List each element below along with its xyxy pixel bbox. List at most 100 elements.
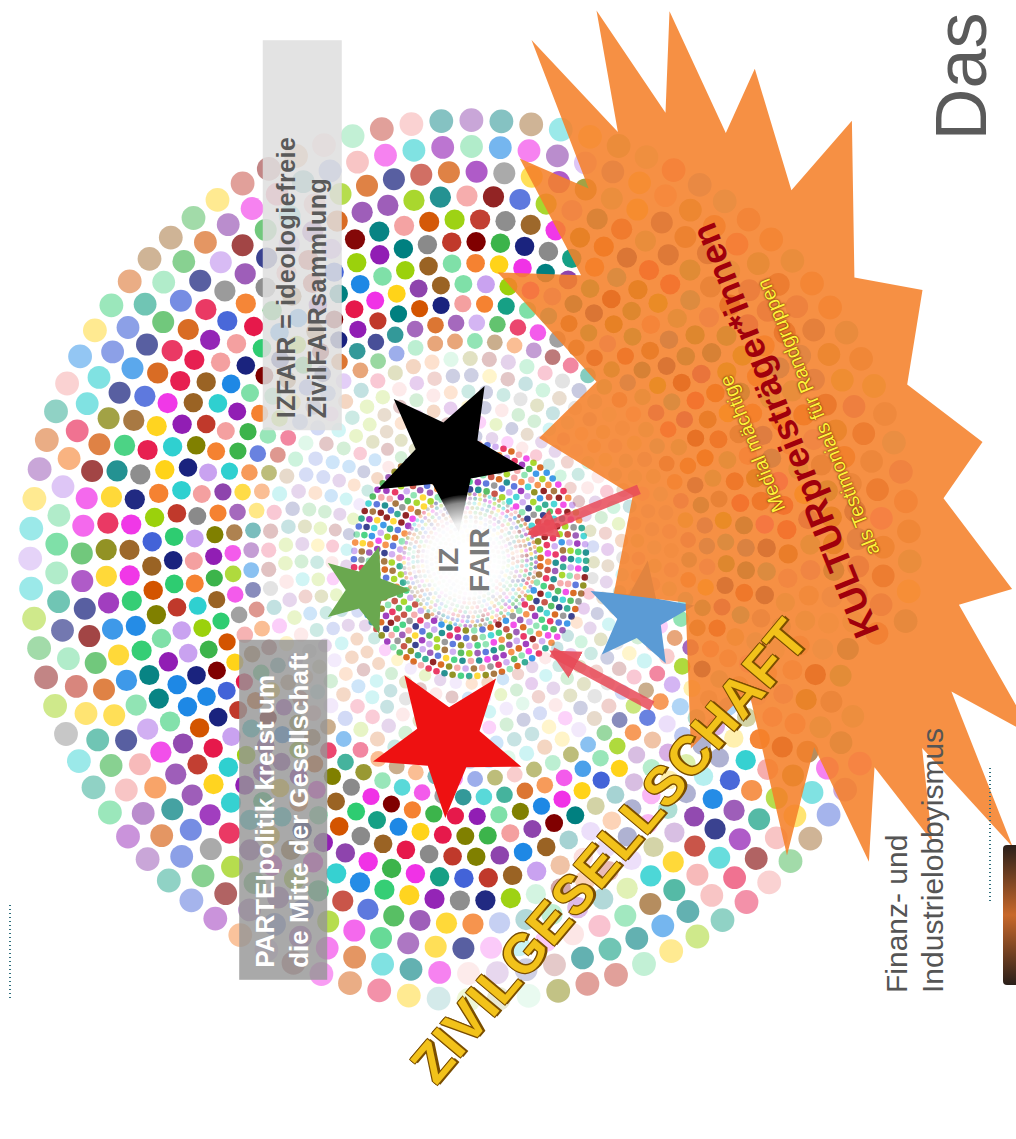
dot — [447, 334, 463, 350]
dot — [530, 580, 534, 584]
dot — [503, 866, 522, 885]
dot — [377, 408, 391, 422]
dot — [426, 641, 433, 648]
dot — [405, 627, 412, 634]
dot — [532, 643, 539, 650]
dot — [391, 576, 398, 583]
dot — [316, 470, 330, 484]
dot — [501, 824, 519, 842]
dot — [560, 597, 567, 604]
dot — [467, 771, 483, 787]
dot — [155, 460, 174, 479]
dot — [165, 575, 184, 594]
dot — [411, 612, 418, 619]
dot — [329, 524, 342, 537]
dot — [523, 522, 527, 526]
dot — [529, 557, 533, 561]
dot — [408, 648, 415, 655]
dot — [278, 556, 293, 571]
dot — [556, 770, 573, 787]
dot — [228, 403, 246, 421]
dot — [491, 846, 510, 865]
dot — [470, 209, 490, 229]
dot — [555, 588, 562, 595]
dot — [412, 642, 419, 649]
dot — [492, 497, 496, 501]
dot — [529, 655, 536, 662]
dot — [543, 575, 550, 582]
dot — [425, 805, 442, 822]
dot — [526, 762, 542, 778]
dot — [389, 559, 396, 566]
dot — [548, 584, 555, 591]
dot — [551, 488, 558, 495]
dot — [600, 651, 614, 665]
dot — [503, 618, 510, 625]
dot — [388, 632, 395, 639]
dot — [491, 482, 498, 489]
dot — [370, 373, 385, 388]
dot — [491, 670, 498, 677]
dot — [291, 484, 306, 499]
dot — [516, 645, 523, 652]
dot — [537, 563, 544, 570]
dot — [599, 527, 612, 540]
dot — [526, 594, 533, 601]
dot — [285, 502, 300, 517]
dot — [165, 527, 184, 546]
dot — [412, 632, 419, 639]
dot — [394, 216, 414, 236]
dot — [534, 565, 538, 569]
dot — [347, 803, 365, 821]
dot — [524, 493, 531, 500]
dot — [120, 565, 140, 585]
dot — [369, 312, 386, 329]
dot — [391, 654, 403, 666]
dot — [516, 607, 523, 614]
dot — [414, 784, 431, 801]
dot — [552, 568, 559, 575]
dot — [511, 475, 518, 482]
dot — [516, 697, 530, 711]
dot — [575, 761, 592, 778]
dot — [408, 764, 424, 780]
dot — [403, 488, 410, 495]
dot — [550, 535, 557, 542]
dot — [368, 811, 386, 829]
dot — [406, 359, 421, 374]
dot — [512, 408, 526, 422]
dot — [314, 521, 328, 535]
dot — [243, 562, 259, 578]
dot — [376, 390, 391, 405]
dot — [375, 538, 382, 545]
dot — [466, 643, 473, 650]
dot — [480, 634, 487, 641]
dot — [395, 527, 402, 534]
dot — [394, 239, 413, 258]
dot — [533, 623, 540, 630]
dot — [498, 298, 515, 315]
dot — [280, 430, 296, 446]
dot — [474, 642, 481, 649]
dot — [159, 652, 178, 671]
dot — [217, 311, 237, 331]
dot — [270, 447, 286, 463]
dot — [520, 624, 527, 631]
dot — [526, 648, 533, 655]
dot — [342, 460, 356, 474]
dot — [408, 506, 415, 513]
dot — [370, 731, 385, 746]
dot — [392, 535, 399, 542]
dot — [424, 889, 444, 909]
dot — [547, 508, 554, 515]
dot — [339, 667, 353, 681]
dot — [489, 316, 506, 333]
dot — [522, 601, 529, 608]
dot — [398, 494, 405, 501]
dot — [318, 505, 332, 519]
dot — [563, 358, 579, 374]
dot — [186, 529, 204, 547]
dot — [521, 598, 525, 602]
dot — [531, 489, 538, 496]
dot — [597, 725, 613, 741]
